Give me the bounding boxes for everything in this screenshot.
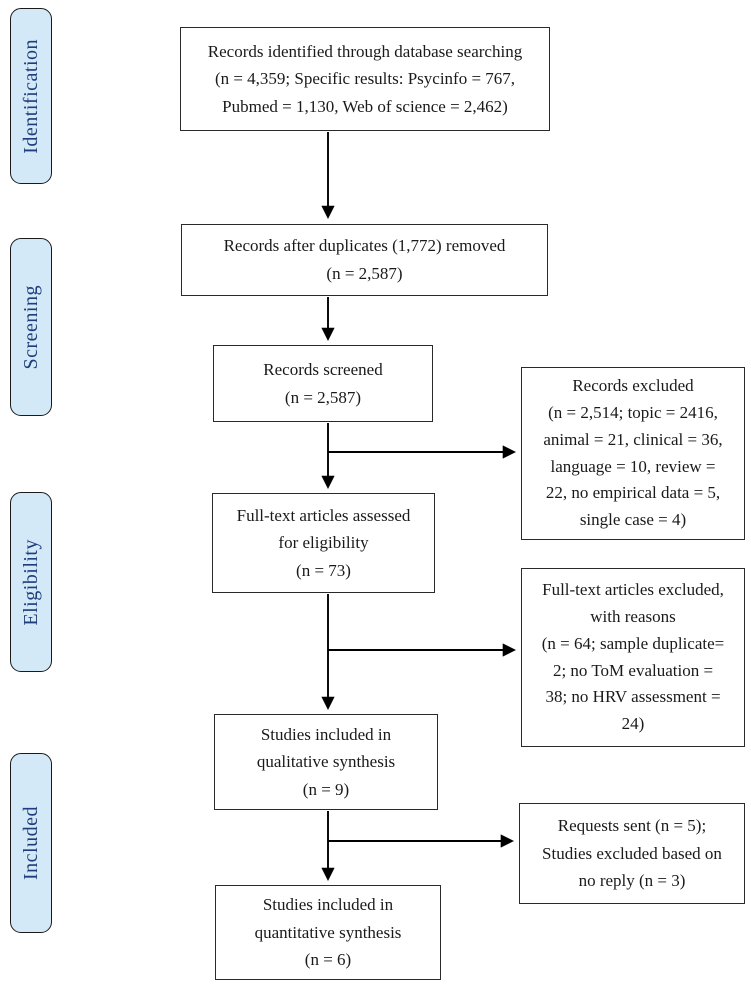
box-qualitative-included: Studies included in qualitative synthesi…	[214, 714, 438, 810]
stage-identification: Identification	[10, 8, 52, 184]
box-requests-sent: Requests sent (n = 5); Studies excluded …	[519, 803, 745, 904]
box-fulltext-assessed: Full-text articles assessed for eligibil…	[212, 493, 435, 593]
stage-eligibility: Eligibility	[10, 492, 52, 672]
stage-screening-label: Screening	[19, 284, 42, 370]
stage-screening: Screening	[10, 238, 52, 416]
stage-eligibility-label: Eligibility	[19, 538, 42, 626]
box-records-identified: Records identified through database sear…	[180, 27, 550, 131]
stage-included: Included	[10, 753, 52, 933]
box-duplicates-removed: Records after duplicates (1,772) removed…	[181, 224, 548, 296]
stage-identification-label: Identification	[19, 38, 42, 154]
box-fulltext-excluded: Full-text articles excluded, with reason…	[521, 568, 745, 747]
stage-included-label: Included	[19, 806, 42, 880]
box-records-excluded: Records excluded (n = 2,514; topic = 241…	[521, 367, 745, 540]
box-quantitative-included: Studies included in quantitative synthes…	[215, 885, 441, 980]
box-records-screened: Records screened (n = 2,587)	[213, 345, 433, 422]
